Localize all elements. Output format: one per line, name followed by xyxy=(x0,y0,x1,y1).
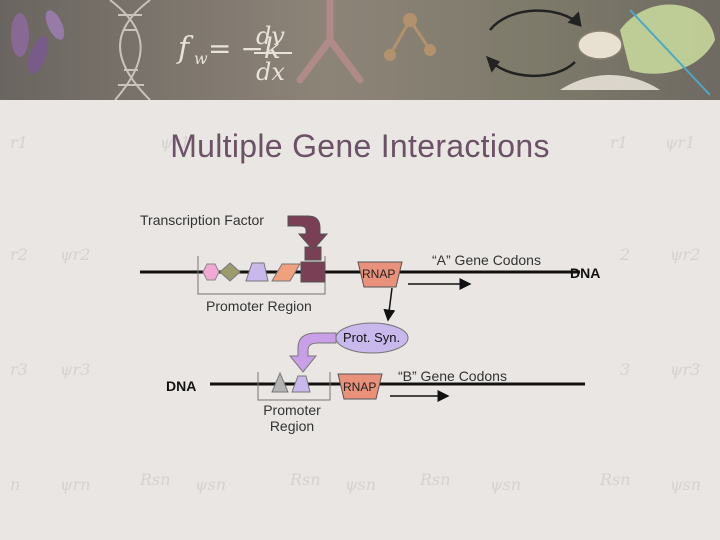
svg-text:ψr2: ψr2 xyxy=(60,245,90,264)
protein-output-arrow xyxy=(383,287,396,322)
transcription-factor-arrow xyxy=(287,215,329,251)
svg-text:r1: r1 xyxy=(610,133,628,152)
equation-dv: dv xyxy=(256,22,285,50)
gene-a xyxy=(140,215,580,322)
transcription-factor-binding-site xyxy=(300,261,326,283)
promoter-region-label-b-line2: Region xyxy=(269,418,315,434)
dna-label-a: DNA xyxy=(570,265,601,281)
svg-text:ψr3: ψr3 xyxy=(670,360,700,379)
parallelogram-site-icon xyxy=(271,263,301,282)
promoter-region-label-b-line1: Promoter xyxy=(263,402,321,418)
svg-text:r3: r3 xyxy=(10,360,28,379)
slide-title: Multiple Gene Interactions xyxy=(170,128,550,164)
equation-w: w xyxy=(194,49,208,68)
chromosome-decoration xyxy=(11,10,65,74)
header-banner: f w = −k dv dx xyxy=(0,0,720,100)
trapezoid-bound-icon xyxy=(291,375,311,393)
prot-syn-label: Prot. Syn. xyxy=(343,330,401,345)
rnap-label-b: RNAP xyxy=(343,380,377,394)
rnap-shape-a xyxy=(357,261,403,288)
promoter-region-label-b: Promoter Region xyxy=(252,402,332,434)
regulation-arrow xyxy=(288,332,337,373)
svg-text:3: 3 xyxy=(620,360,630,379)
hexagon-site-icon xyxy=(202,263,220,281)
svg-text:Rsn: Rsn xyxy=(419,470,451,489)
equation-eq: = −k xyxy=(208,32,281,65)
svg-text:2: 2 xyxy=(619,245,630,264)
dna-helix-decoration xyxy=(109,0,151,100)
diamond-site-icon xyxy=(219,262,241,282)
svg-text:ψsn: ψsn xyxy=(345,475,376,494)
trapezoid-site-icon xyxy=(245,262,269,282)
svg-text:ψsn: ψsn xyxy=(670,475,701,494)
svg-text:Rsn: Rsn xyxy=(139,470,171,489)
cycle-arrows-decoration xyxy=(485,9,582,78)
promoter-bracket-b xyxy=(257,372,331,401)
ribosome-decoration xyxy=(560,4,715,96)
svg-text:r1: r1 xyxy=(10,133,28,152)
svg-text:n: n xyxy=(10,475,20,494)
svg-text:Rsn: Rsn xyxy=(289,470,321,489)
rnap-label-a: RNAP xyxy=(362,267,396,281)
molecule-decoration xyxy=(384,13,436,61)
svg-text:Rsn: Rsn xyxy=(599,470,631,489)
background-watermark: r1 ψr1 r1 ψr1 r2 ψr2 2 ψr2 r3 ψr3 3 ψr3 n ψrn R… xyxy=(10,133,701,494)
rnap-shape-b xyxy=(337,373,383,400)
dna-label-b: DNA xyxy=(166,378,197,394)
svg-text:ψr2: ψr2 xyxy=(670,245,700,264)
promoter-region-label-a: Promoter Region xyxy=(206,298,312,314)
equation-dx: dx xyxy=(256,58,285,86)
svg-text:r2: r2 xyxy=(10,245,28,264)
svg-text:ψsn: ψsn xyxy=(195,475,226,494)
svg-text:ψr1: ψr1 xyxy=(160,133,190,152)
svg-text:ψrn: ψrn xyxy=(60,475,91,494)
svg-text:ψr3: ψr3 xyxy=(60,360,90,379)
gene-a-codons-label: “A” Gene Codons xyxy=(432,252,541,268)
triangle-site-icon xyxy=(271,371,289,393)
transcription-factor-label: Transcription Factor xyxy=(140,212,264,228)
antibody-decoration xyxy=(296,0,364,84)
svg-text:ψsn: ψsn xyxy=(490,475,521,494)
equation-decoration: f w = −k dv dx xyxy=(176,22,292,86)
svg-text:ψr1: ψr1 xyxy=(665,133,695,152)
gene-b-codons-label: “B” Gene Codons xyxy=(398,368,507,384)
gene-b xyxy=(210,371,585,402)
